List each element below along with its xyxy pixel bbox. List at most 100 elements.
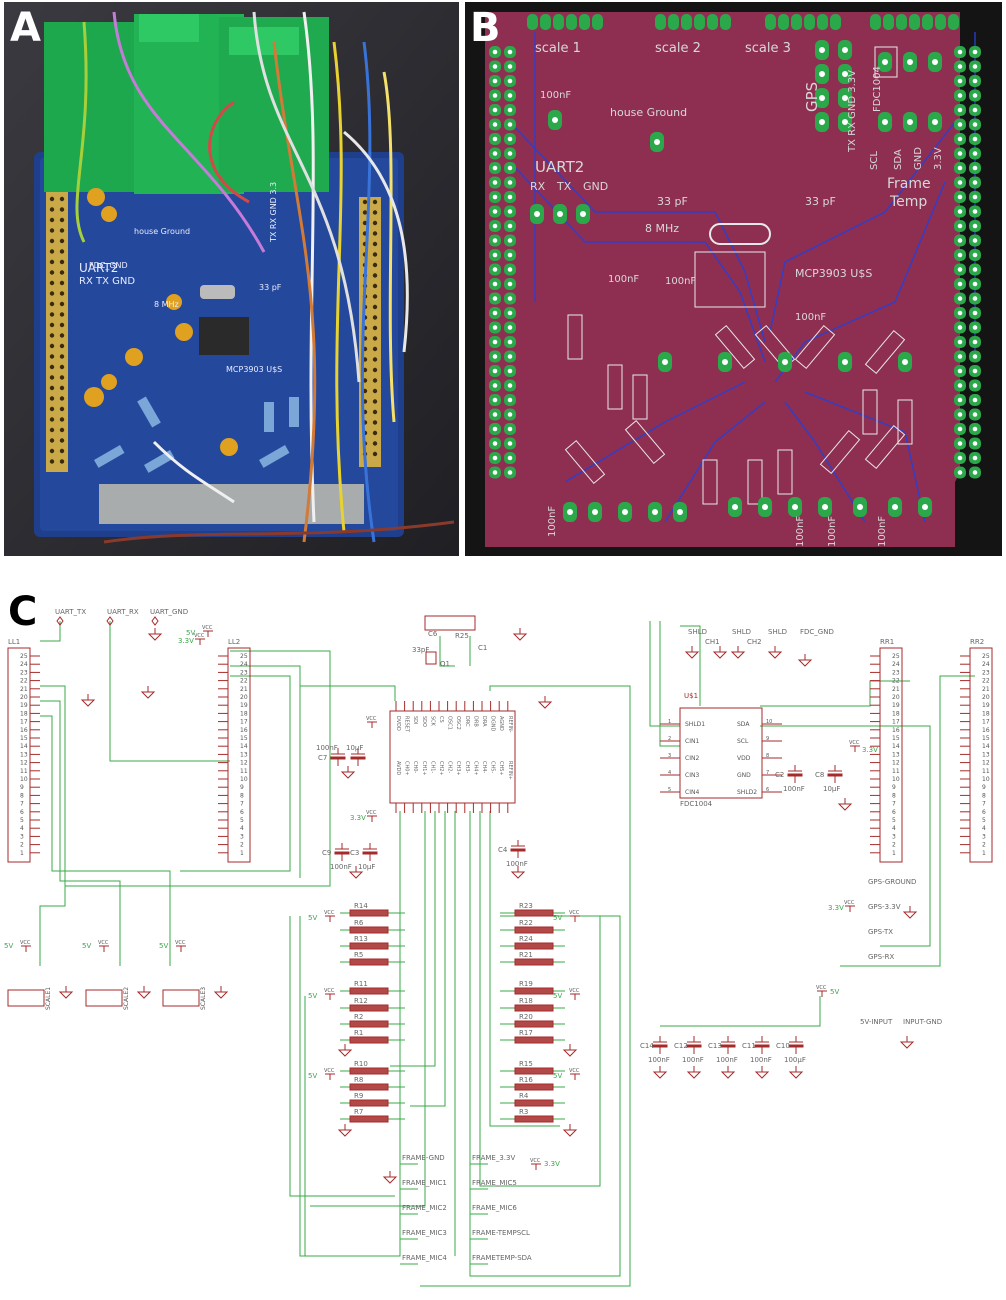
- header-pin-number: 14: [20, 743, 28, 750]
- pcb-drill: [972, 426, 978, 432]
- input-cap: [720, 1044, 736, 1048]
- header-pin-number: 8: [240, 792, 244, 799]
- pcb-drill: [972, 93, 978, 98]
- resistor-designator: R22: [519, 919, 533, 927]
- pcb-drill: [492, 426, 498, 432]
- header-pin-number: 10: [240, 776, 248, 783]
- wire-net: [390, 811, 436, 1067]
- input-cap: [754, 1044, 770, 1048]
- pcb-drill: [622, 509, 628, 515]
- scale-connector: [162, 989, 200, 1007]
- pcb-drill: [957, 397, 963, 403]
- header-pin: [59, 259, 65, 265]
- header-pin-number: 21: [20, 686, 28, 693]
- voltage-label: 3.3V: [828, 904, 844, 912]
- resistor-body: [514, 1083, 554, 1091]
- ground-symbol: [562, 1049, 578, 1057]
- fdc-pin-number: 10: [766, 719, 772, 725]
- pcb-drill: [972, 296, 978, 301]
- cap-c8: [827, 773, 843, 777]
- pcb-drill: [842, 47, 848, 53]
- photo-label-33pf: 33 pF: [259, 283, 282, 292]
- header-pin-number: 1: [982, 850, 986, 857]
- ground-symbol: [213, 991, 229, 999]
- wire-net: [65, 650, 331, 887]
- resistor-designator: R10: [354, 1060, 368, 1068]
- resistor-designator: R16: [519, 1076, 533, 1084]
- vcc-label: VCC: [175, 940, 186, 946]
- header-pin: [49, 385, 55, 391]
- pcb-resistor-outline: [819, 429, 861, 475]
- pcb-resistor-outline: [777, 449, 793, 495]
- resistor-designator: R19: [519, 980, 533, 988]
- pcb-drill: [957, 296, 963, 301]
- voltage-label: 5V: [553, 914, 562, 922]
- frame-signal-label: FRAME_MIC2: [402, 1204, 447, 1212]
- pcb-drill: [492, 412, 498, 417]
- header-pin-number: 14: [982, 743, 990, 750]
- header-pin: [372, 399, 378, 404]
- pcb-drill: [972, 441, 978, 446]
- pcb-drill: [957, 223, 963, 229]
- adc-chip: [199, 317, 249, 355]
- resistor-body: [514, 1115, 554, 1123]
- header-pin-number: 24: [982, 661, 990, 668]
- mcp-pin-label: CH4+: [472, 761, 478, 776]
- pcb-drill: [492, 310, 498, 316]
- resistor-designator: R14: [354, 902, 368, 910]
- c1-label: C1: [478, 644, 487, 652]
- frame-signal-label: FRAMETEMP-SDA: [472, 1254, 532, 1262]
- pcb-header-pad: [935, 14, 946, 30]
- pcb-drill: [922, 504, 928, 510]
- ground-symbol: [382, 1176, 398, 1184]
- gps-rx-label: GPS-RX: [868, 953, 894, 961]
- header-pin: [49, 196, 55, 202]
- cap-c3-value: 10µF: [358, 863, 375, 871]
- pcb-drill: [972, 412, 978, 417]
- crystal-box: [424, 615, 476, 631]
- header-pin: [372, 315, 378, 320]
- pcb-label-100nf-g: 100nF: [877, 516, 888, 547]
- header-pin-number: 3: [240, 833, 244, 840]
- voltage-label: 5V: [308, 992, 317, 1000]
- header-pin-number: 22: [240, 678, 248, 685]
- pcb-drill: [507, 441, 513, 446]
- header-pin: [59, 280, 65, 286]
- wire-net: [180, 675, 291, 872]
- header-pin: [59, 207, 65, 212]
- vcc-label: VCC: [324, 988, 335, 994]
- mcp-pin-label: DRB: [472, 716, 478, 727]
- pcb-header-pad: [592, 14, 603, 30]
- pcb-label-100nf-b: 100nF: [665, 276, 696, 287]
- resistor-body: [514, 942, 554, 950]
- ground-symbol: [140, 691, 156, 699]
- header-pin: [49, 270, 55, 275]
- pcb-drill: [882, 119, 888, 125]
- header-pin-number: 8: [982, 792, 986, 799]
- pcb-label-gps-pins: TX RX GND 3.3V: [847, 70, 858, 153]
- cap-c7-designator: C7: [318, 754, 327, 762]
- gps-3v3-label: GPS-3.3V: [868, 903, 901, 911]
- resistor-body: [514, 1067, 554, 1075]
- header-pin-number: 8: [20, 792, 24, 799]
- pcb-label-frame: Frame: [887, 176, 931, 192]
- pcb-drill: [972, 339, 978, 345]
- header-pin: [362, 210, 368, 215]
- header-pin-number: 9: [20, 784, 24, 791]
- mcp-pin-label: CH5+: [498, 761, 504, 776]
- header-pin-number: 13: [892, 751, 900, 758]
- uart-tx-label: UART_TX: [55, 608, 86, 616]
- resistor-body: [514, 926, 554, 934]
- header-rr1: [879, 647, 903, 863]
- pcb-label-3v3: 3.3V: [933, 147, 944, 170]
- pcb-drill: [677, 509, 683, 515]
- photo-label-fdc-gnd: FDC_GND: [89, 261, 128, 270]
- mcp-pin-label: OSC2: [455, 716, 461, 730]
- c7-value: 100nF: [316, 744, 338, 752]
- header-pin-number: 24: [892, 661, 900, 668]
- header-pin: [49, 228, 55, 233]
- photo-label-pins: RX TX GND: [79, 276, 135, 287]
- vcc-label: VCC: [530, 1158, 541, 1164]
- header-pin: [372, 451, 378, 457]
